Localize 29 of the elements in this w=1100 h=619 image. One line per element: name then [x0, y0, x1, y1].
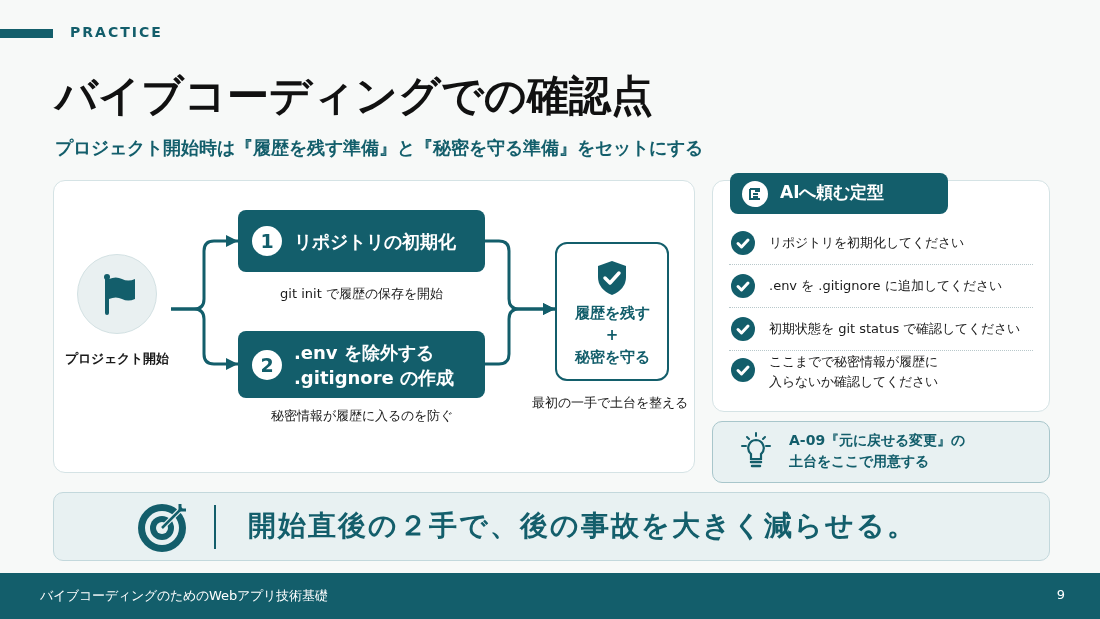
checklist-item: リポジトリを初期化してください: [769, 234, 965, 252]
banner-text: 開始直後の２手で、後の事故を大きく減らせる。: [248, 508, 917, 544]
hint-box: [712, 421, 1050, 483]
card-background: [53, 180, 695, 473]
arrow: [171, 307, 238, 370]
step-caption: 秘密情報が履歴に入るのを防ぐ: [269, 407, 454, 425]
result-label: 履歴を残す + 秘密を守る: [573, 303, 651, 368]
subtitle: プロジェクト開始時は『履歴を残す準備』と『秘密を守る準備』をセットにする: [55, 136, 703, 160]
footer-text: バイブコーディングのためのWebアプリ技術基礎: [40, 587, 329, 605]
node-label: プロジェクト開始: [63, 350, 170, 368]
process-box: [238, 210, 485, 272]
tab-title: AIへ頼む定型: [780, 181, 885, 204]
section-label: PRACTICE: [70, 24, 163, 40]
step-number: 2: [252, 349, 282, 380]
hint-text: A-09『元に戻せる変更』の土台をここで用意する: [789, 431, 967, 471]
checklist-item: 初期状態を git status で確認してください: [769, 320, 1022, 338]
checklist-item: ここまでで秘密情報が履歴に入らないか確認してください: [769, 353, 939, 391]
step-caption: git init で履歴の保存を開始: [279, 285, 444, 303]
step-number: 1: [252, 226, 282, 256]
banner: [53, 492, 1050, 561]
arrow: [485, 303, 555, 366]
step-title: リポジトリの初期化: [294, 229, 457, 254]
checklist-item: .env を .gitignore に追加してください: [769, 277, 1003, 295]
result-box: [555, 242, 669, 381]
page-number: 9: [1055, 587, 1065, 602]
result-caption: 最初の一手で土台を整える: [531, 394, 689, 412]
step-title: .env を除外する .gitignore の作成: [294, 340, 456, 390]
title: バイブコーディングでの確認点: [55, 70, 653, 122]
process-box: [238, 331, 485, 398]
